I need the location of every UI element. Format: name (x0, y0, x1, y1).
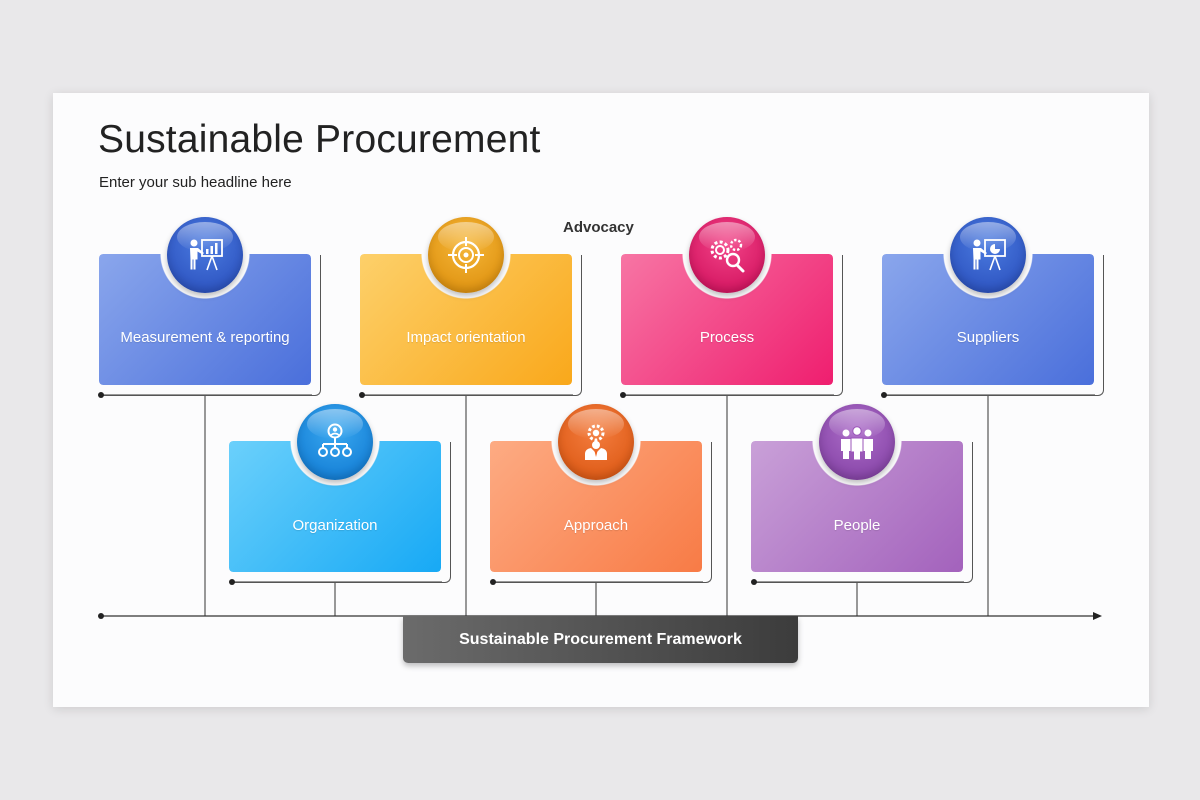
circle-people (819, 404, 895, 480)
circle-approach (558, 404, 634, 480)
gears-search-icon (710, 238, 745, 273)
group-icon (841, 426, 873, 461)
circle-suppliers (950, 217, 1026, 293)
card-label-impact: Impact orientation (406, 329, 526, 346)
circle-process (689, 217, 765, 293)
page-subtitle: Enter your sub headline here (99, 174, 292, 191)
framework-banner (403, 616, 798, 663)
framework-banner-label: Sustainable Procurement Framework (459, 631, 742, 648)
circle-measurement (167, 217, 243, 293)
presentation-icon (973, 239, 1006, 271)
timeline-arrowhead (1093, 612, 1102, 620)
target-icon (448, 237, 484, 273)
circle-impact (428, 217, 504, 293)
card-label-process: Process (699, 329, 755, 346)
card-label-organization: Organization (292, 517, 378, 534)
person-gear-icon (585, 424, 607, 460)
org-chart-icon (318, 423, 352, 457)
presentation-icon (190, 239, 223, 271)
circle-organization (297, 404, 373, 480)
card-label-approach: Approach (563, 517, 629, 534)
advocacy-label: Advocacy (563, 219, 634, 236)
card-label-suppliers: Suppliers (956, 329, 1020, 346)
card-label-people: People (833, 517, 881, 534)
page-title: Sustainable Procurement (98, 118, 541, 161)
card-label-measurement: Measurement & reporting (120, 329, 290, 346)
slide-canvas (53, 93, 1149, 707)
